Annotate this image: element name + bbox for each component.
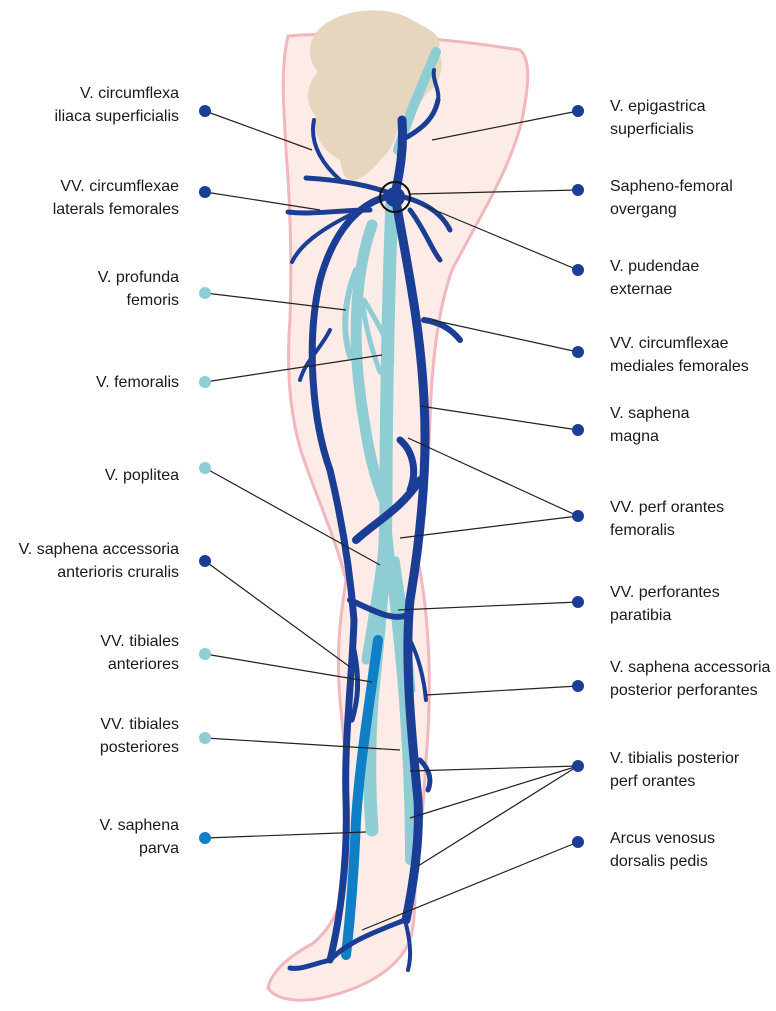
label-poplitea: V. poplitea [105, 464, 179, 487]
label-saphena-accessoria-anterioris: V. saphena accessoria anterioris crurali… [19, 538, 179, 584]
right-label-dot-3 [572, 346, 584, 358]
label-saphena-accessoria-posterior: V. saphena accessoria posterior perforan… [610, 656, 770, 702]
right-leader-8-1 [410, 766, 578, 818]
label-perforantes-paratibia: VV. perforantes paratibia [610, 581, 720, 627]
left-label-dot-4 [199, 462, 211, 474]
label-perf-orantes-femoralis: VV. perf orantes femoralis [610, 496, 724, 542]
label-arcus-venosus: Arcus venosus dorsalis pedis [610, 827, 715, 873]
label-sapheno-femoral-overgang: Sapheno-femoral overgang [610, 175, 733, 221]
label-tibiales-anteriores: VV. tibiales anteriores [100, 630, 179, 676]
right-leader-8-2 [418, 766, 578, 866]
left-label-dot-5 [199, 555, 211, 567]
superficial-vein-8 [288, 210, 370, 213]
label-circumflexa-iliaca: V. circumflexa iliaca superficialis [55, 82, 180, 128]
label-circumflexae-laterals: VV. circumflexae laterals femorales [53, 175, 179, 221]
label-tibiales-posteriores: VV. tibiales posteriores [100, 713, 179, 759]
label-tibialis-posterior-perf: V. tibialis posterior perf orantes [610, 747, 739, 793]
left-leader-8-0 [205, 832, 366, 838]
left-label-dot-8 [199, 832, 211, 844]
right-label-dot-1 [572, 184, 584, 196]
label-pudendae-externae: V. pudendae externae [610, 255, 699, 301]
label-saphena-magna: V. saphena magna [610, 402, 689, 448]
right-label-dot-4 [572, 424, 584, 436]
right-leader-5-1 [400, 516, 578, 538]
left-label-dot-2 [199, 287, 211, 299]
saphenofemoral-junction [385, 187, 405, 207]
label-epigastrica-superficialis: V. epigastrica superficialis [610, 95, 705, 141]
label-femoralis: V. femoralis [96, 371, 179, 394]
right-label-dot-8 [572, 760, 584, 772]
right-label-dot-2 [572, 264, 584, 276]
right-label-dot-6 [572, 596, 584, 608]
right-label-dot-7 [572, 680, 584, 692]
right-label-dot-5 [572, 510, 584, 522]
right-label-dot-0 [572, 105, 584, 117]
right-leader-7-0 [426, 686, 578, 695]
right-leader-4-0 [420, 406, 578, 430]
left-label-dot-3 [199, 376, 211, 388]
left-label-dot-7 [199, 732, 211, 744]
right-leader-5-0 [408, 438, 578, 516]
left-label-dot-6 [199, 648, 211, 660]
left-leader-5-0 [205, 561, 350, 667]
left-label-dot-0 [199, 105, 211, 117]
left-label-dot-1 [199, 186, 211, 198]
label-saphena-parva: V. saphena parva [100, 814, 179, 860]
right-leader-8-0 [410, 766, 578, 771]
label-profunda-femoris: V. profunda femoris [98, 266, 179, 312]
label-circumflexae-mediales: VV. circumflexae mediales femorales [610, 332, 749, 378]
right-label-dot-9 [572, 836, 584, 848]
